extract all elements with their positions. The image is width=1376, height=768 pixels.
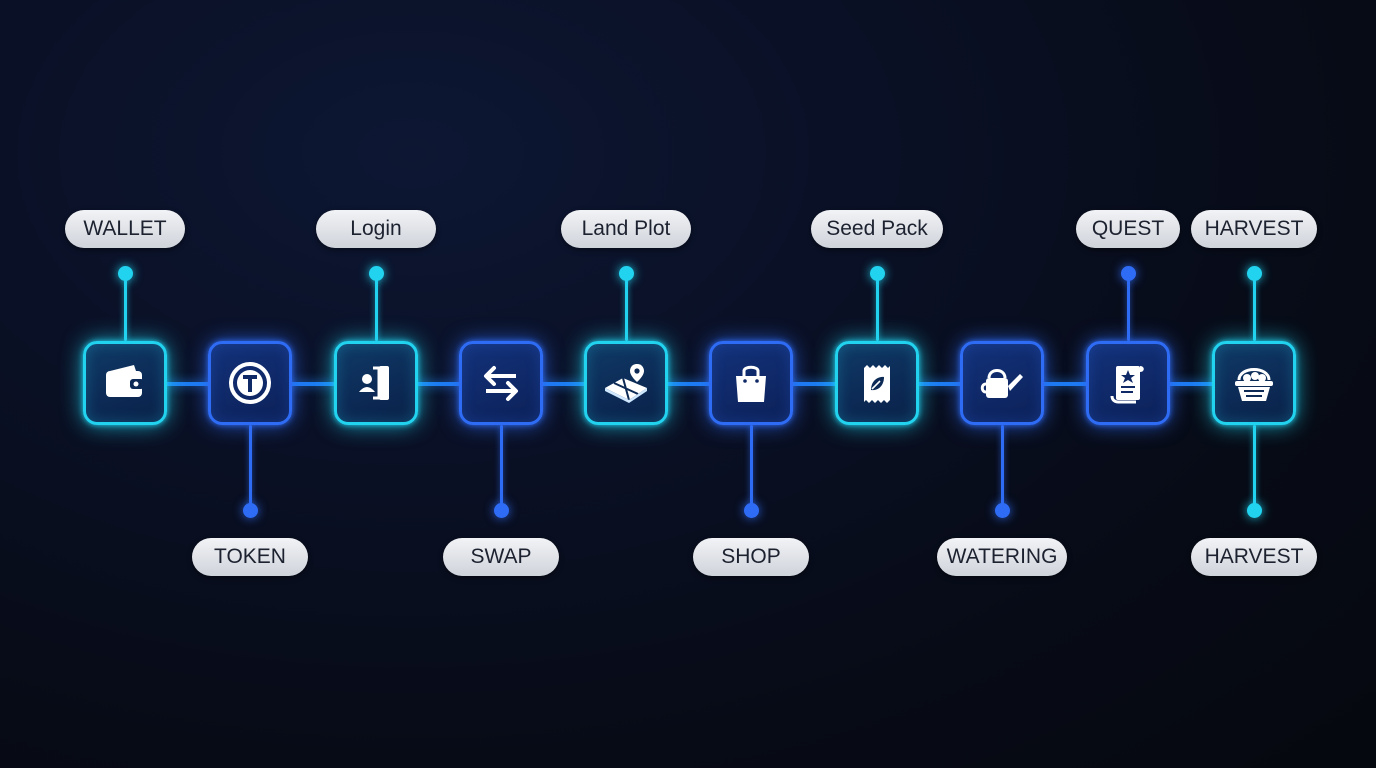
wallet-icon [100, 358, 150, 408]
connector-rail [125, 382, 1255, 386]
quest-scroll-icon [1103, 358, 1153, 408]
flow-node-wallet[interactable] [83, 341, 167, 425]
token-icon [225, 358, 275, 408]
connector-stem [1252, 425, 1256, 510]
connector-stem [1252, 273, 1256, 341]
node-label: Land Plot [561, 210, 691, 248]
node-label: SWAP [443, 538, 559, 576]
flow-node-token[interactable] [208, 341, 292, 425]
connector-stem [1126, 273, 1130, 341]
node-label: HARVEST [1191, 210, 1317, 248]
flow-node-harvest-basket[interactable] [1212, 341, 1296, 425]
harvest-basket-icon [1229, 358, 1279, 408]
node-label: WATERING [937, 538, 1067, 576]
node-label: QUEST [1076, 210, 1180, 248]
connector-dot [618, 265, 634, 281]
connector-stem [248, 425, 252, 510]
flow-node-quest-scroll[interactable] [1086, 341, 1170, 425]
flow-node-land-plot[interactable] [584, 341, 668, 425]
node-label: WALLET [65, 210, 185, 248]
connector-dot [1246, 265, 1262, 281]
connector-dot [743, 502, 759, 518]
watering-can-icon [977, 358, 1027, 408]
node-label: Seed Pack [811, 210, 943, 248]
node-label: Login [316, 210, 436, 248]
connector-stem [1000, 425, 1004, 510]
node-label: HARVEST [1191, 538, 1317, 576]
connector-dot [493, 502, 509, 518]
flow-node-watering-can[interactable] [960, 341, 1044, 425]
flow-node-login[interactable] [334, 341, 418, 425]
connector-stem [624, 273, 628, 341]
connector-dot [117, 265, 133, 281]
connector-dot [1120, 265, 1136, 281]
flow-node-swap[interactable] [459, 341, 543, 425]
node-label: TOKEN [192, 538, 308, 576]
connector-stem [499, 425, 503, 510]
connector-dot [242, 502, 258, 518]
connector-stem [123, 273, 127, 341]
node-label: SHOP [693, 538, 809, 576]
connector-dot [368, 265, 384, 281]
connector-dot [994, 502, 1010, 518]
connector-dot [1246, 502, 1262, 518]
connector-stem [749, 425, 753, 510]
login-icon [351, 358, 401, 408]
connector-stem [374, 273, 378, 341]
connector-stem [875, 273, 879, 341]
connector-dot [869, 265, 885, 281]
flow-node-shop-bag[interactable] [709, 341, 793, 425]
seed-pack-icon [852, 358, 902, 408]
flow-node-seed-pack[interactable] [835, 341, 919, 425]
land-plot-icon [601, 358, 651, 408]
swap-icon [476, 358, 526, 408]
shop-bag-icon [726, 358, 776, 408]
